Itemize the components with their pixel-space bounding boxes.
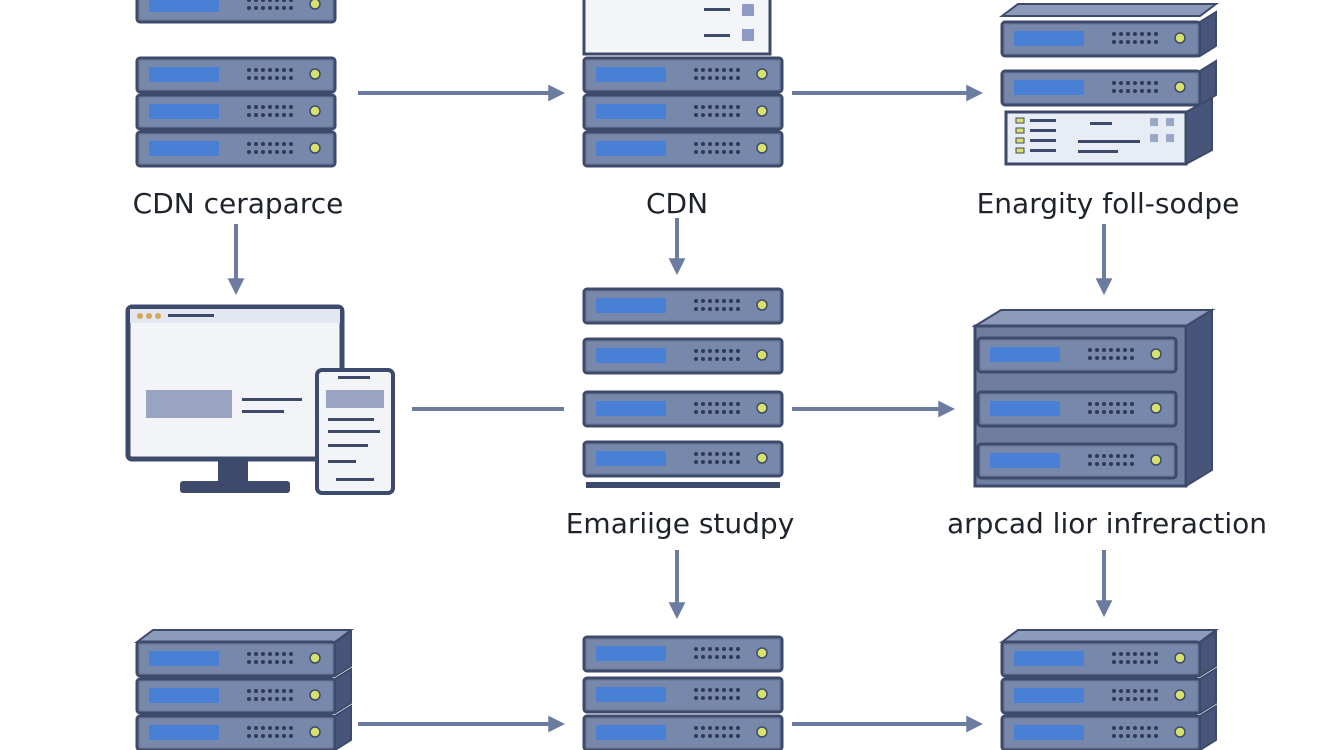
server-rack-icon bbox=[1001, 629, 1217, 750]
server-rack-icon bbox=[136, 629, 352, 750]
server-rack-icon bbox=[582, 635, 784, 750]
arrow-icon bbox=[227, 84, 1113, 733]
node-label-arpcad: arpcad lior infreraction bbox=[947, 507, 1267, 540]
monitor-icon bbox=[125, 304, 345, 493]
server-rack-icon bbox=[582, 0, 784, 168]
node-label-cdn-ceraparce: CDN ceraparce bbox=[132, 187, 344, 220]
node-label-cdn: CDN bbox=[645, 187, 709, 220]
node-label-emariige: Emariige studpy bbox=[565, 507, 795, 540]
node-label-enargity: Enargity foll-sodpe bbox=[976, 187, 1240, 220]
server-rack-icon bbox=[135, 0, 337, 168]
tablet-icon bbox=[315, 368, 395, 495]
server-rack-icon bbox=[1001, 3, 1217, 166]
server-rack-icon bbox=[971, 308, 1216, 488]
server-rack-icon bbox=[582, 287, 784, 488]
